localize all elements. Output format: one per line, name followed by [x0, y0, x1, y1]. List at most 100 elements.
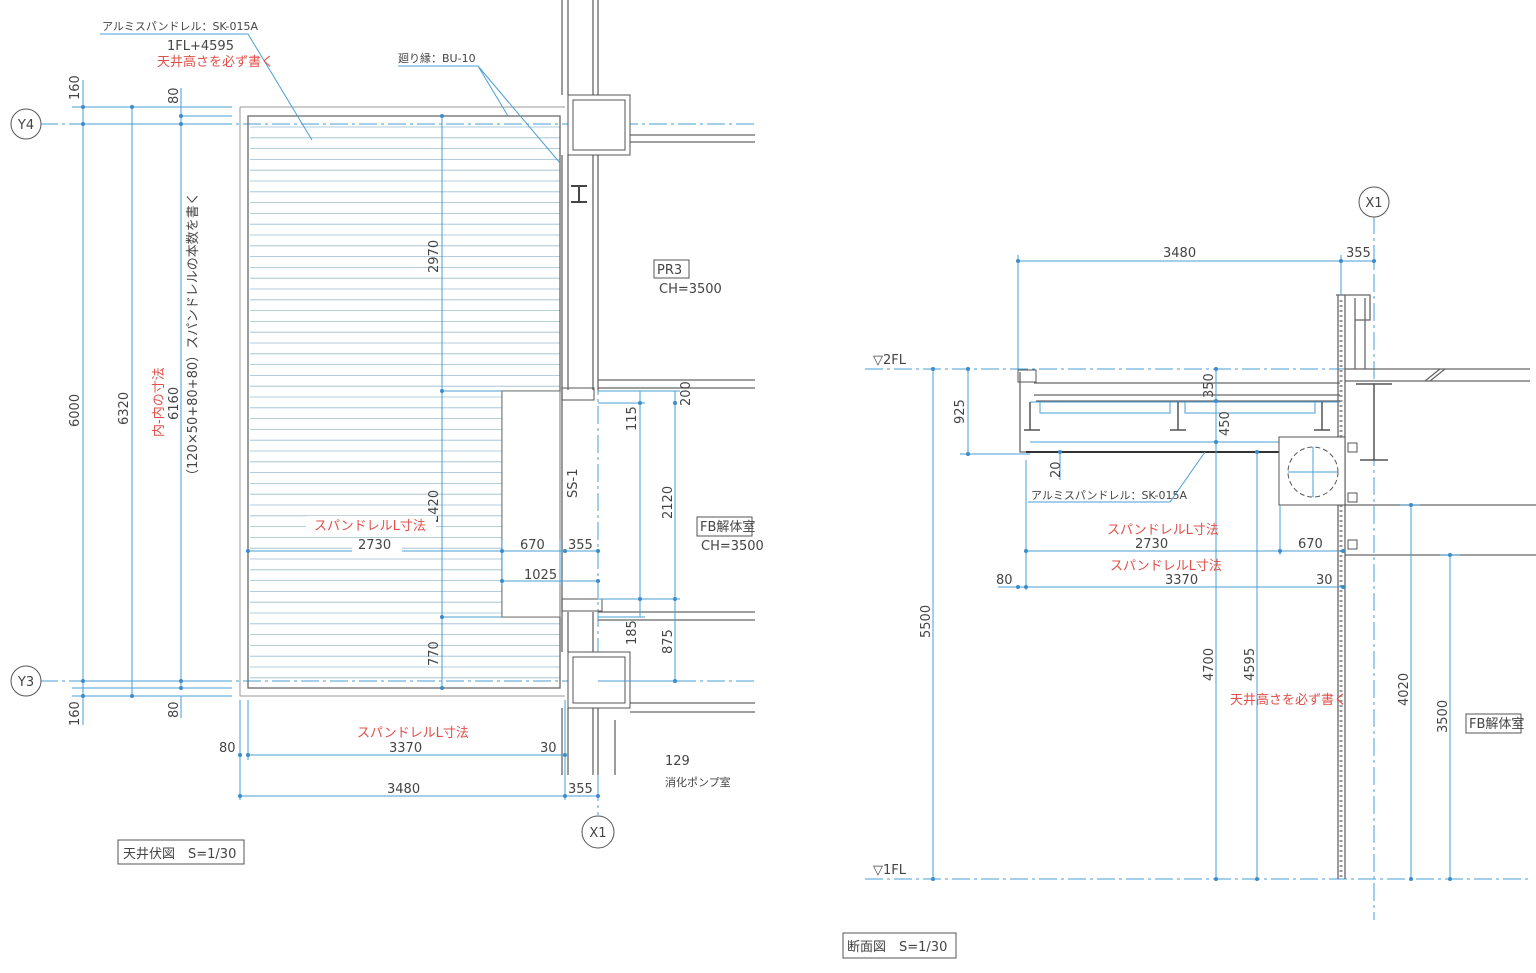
dim-label: 925 [953, 399, 968, 424]
dimension-dots [931, 259, 1452, 881]
wall-section [1336, 294, 1536, 879]
dim-label: 2730 [358, 538, 391, 553]
room-name: 消化ポンプ室 [665, 775, 731, 789]
center-dimension-line [441, 116, 502, 688]
dim-label: 1025 [524, 568, 557, 583]
dim-label: 355 [1346, 246, 1371, 261]
bracket [1347, 539, 1358, 550]
dim-label: 6160 [167, 387, 182, 420]
dim-label: 875 [661, 629, 676, 654]
dim-label: 355 [568, 538, 593, 553]
label-bg [352, 538, 402, 554]
label-bg [306, 516, 436, 536]
dim-label: 185 [625, 620, 640, 645]
section-title: 断面図 S=1/30 [847, 940, 947, 955]
grid-label: Y4 [17, 118, 34, 133]
dim-label: 2120 [661, 486, 676, 519]
spandrel-length-note: スパンドレルL寸法 [1107, 523, 1219, 538]
grid-bubble-x1: X1 [1358, 186, 1390, 218]
dim-label: 80 [219, 741, 236, 756]
room-ceiling-height: CH=3500 [701, 539, 764, 554]
column-y3 [567, 651, 631, 709]
vertical-dimension-lines [932, 369, 1460, 879]
level-label: ▽2FL [873, 353, 907, 368]
fan-centerline [1288, 447, 1338, 497]
section-title-box [842, 932, 957, 959]
room-ceiling-height: CH=3500 [659, 282, 722, 297]
column-y4 [567, 94, 631, 156]
ceiling-runner [1030, 401, 1340, 443]
dim-label: 3370 [1165, 573, 1198, 588]
level-label: ▽1FL [873, 863, 907, 878]
h-beam [1356, 383, 1392, 461]
leader-spandrel-label: アルミスパンドレル：SK-015A [1031, 489, 1187, 502]
beam-bracket-top [561, 387, 595, 401]
dim-label: 2730 [1135, 537, 1168, 552]
bracket [1347, 492, 1358, 503]
dim-label: 4700 [1202, 648, 1217, 681]
leader-edge-label: 廻り縁：BU-10 [398, 51, 476, 65]
column-y3-inner [572, 656, 626, 704]
dim-label: 6000 [68, 394, 83, 427]
dim-label: 3500 [1436, 700, 1451, 733]
grid-label: X1 [589, 826, 606, 841]
dim-label: 355 [568, 782, 593, 797]
room-name: PR3 [657, 263, 682, 278]
ceiling-plan: Y4 Y3 X1 アルミスパンドレル：SK-015A 1FL+4595 天井 [10, 0, 764, 865]
dim-label: 200 [679, 381, 694, 406]
wall [561, 0, 599, 775]
room-name: FB解体室 [1469, 716, 1524, 732]
dim-label: 2420 [427, 490, 442, 523]
dim-label: 160 [68, 701, 83, 726]
dim-label: 6320 [117, 392, 132, 425]
dim-label: 115 [625, 406, 640, 431]
ceiling-edge-outer [239, 106, 565, 697]
leader-edge [398, 65, 561, 164]
fan-box [1278, 436, 1346, 506]
floor-slab [1345, 368, 1530, 382]
beam-bracket-bottom [561, 598, 603, 612]
dim-label: 80 [167, 701, 182, 718]
dim-label: 160 [68, 75, 83, 100]
section-view: X1 ▽2FL ▽1FL [842, 186, 1536, 959]
ceiling-height-label: 1FL+4595 [167, 39, 234, 54]
beam-notch [501, 390, 561, 618]
dim-label: 670 [1298, 537, 1323, 552]
spandrel-count-note: （120×50+80+80）スパンドレルの本数を書く [186, 192, 201, 482]
room-tag-box [1465, 713, 1522, 734]
ceiling-frame [1019, 372, 1345, 453]
column-y4-inner [572, 99, 626, 151]
leader-spandrel-label: アルミスパンドレル：SK-015A [102, 20, 258, 33]
horizontal-dimension-lines [239, 540, 599, 800]
dim-label: 30 [1316, 573, 1333, 588]
dim-label: 350 [1202, 373, 1217, 398]
leader-spandrel [100, 33, 313, 141]
dim-label: 20 [1049, 461, 1064, 478]
dim-label: 80 [167, 87, 182, 104]
beam-label: SS-1 [566, 469, 581, 498]
spandrel-length-note: スパンドレルL寸法 [1110, 559, 1222, 574]
spandrel-length-note: スパンドレルL寸法 [357, 726, 469, 741]
dim-label: 30 [540, 741, 557, 756]
dim-label: 2970 [427, 240, 442, 273]
spandrel-length-note: スパンドレルL寸法 [314, 519, 426, 534]
edge-trim [1017, 369, 1037, 383]
plan-title-box [117, 839, 245, 865]
vertical-dimension-lines [72, 80, 232, 725]
inner-dimension-note: 内-内の寸法 [151, 367, 167, 437]
grid-bubble-y3: Y3 [10, 665, 42, 697]
hanger-bolt [1024, 402, 1330, 431]
grid-bubble-x1: X1 [581, 815, 615, 849]
dim-label: 3480 [387, 782, 420, 797]
room-number: 129 [665, 754, 690, 769]
plan-title: 天井伏図 S=1/30 [123, 847, 236, 862]
dim-label: 80 [996, 573, 1013, 588]
dim-label: 4020 [1397, 673, 1412, 706]
ceiling-height-note: 天井高さを必ず書く [157, 54, 274, 70]
room-name: FB解体室 [700, 519, 755, 535]
grid-bubble-y4: Y4 [10, 108, 42, 140]
grid-label: Y3 [17, 675, 34, 690]
room-tag-box [653, 259, 690, 279]
wall-partition [598, 134, 755, 775]
dim-label: 770 [427, 641, 442, 666]
